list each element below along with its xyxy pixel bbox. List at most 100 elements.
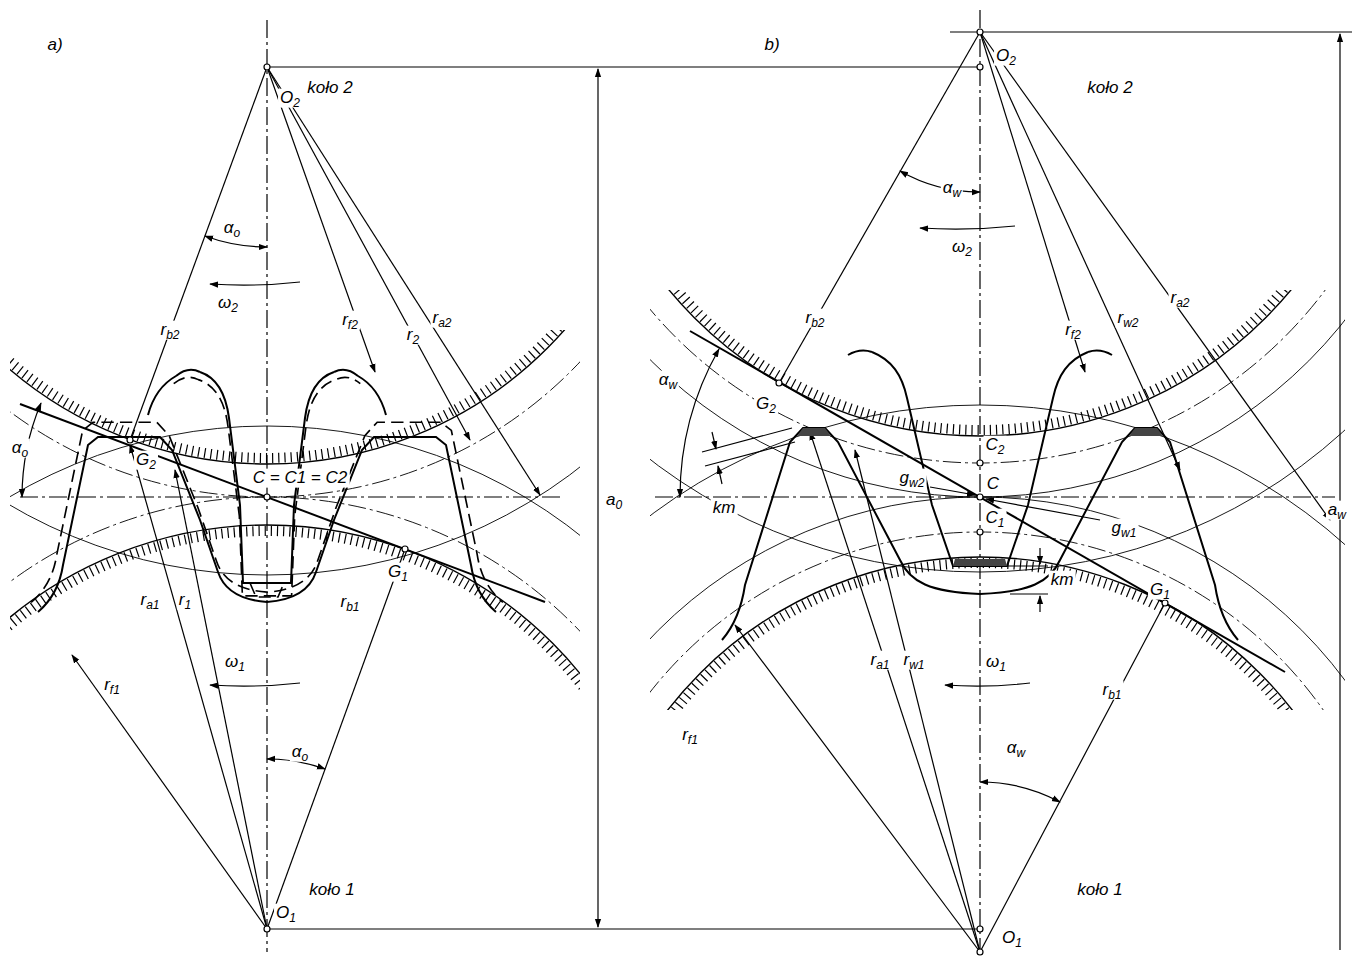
radius-label: rb2 xyxy=(158,321,181,340)
extension-line xyxy=(267,928,610,929)
gear-name: koło 1 xyxy=(307,881,356,900)
angle-label: αo xyxy=(222,219,242,238)
gear-teeth xyxy=(722,428,1238,640)
angle-label: αw xyxy=(1005,739,1027,758)
points xyxy=(977,64,983,70)
radius-label: rw2 xyxy=(1115,309,1140,328)
speed-label: ω2 xyxy=(950,238,974,257)
radius-lines xyxy=(267,549,405,929)
circles xyxy=(650,290,1345,430)
subscript: 1 xyxy=(998,516,1005,530)
radius-lines xyxy=(735,625,980,952)
panel-b xyxy=(433,0,1352,956)
speed-label: ω1 xyxy=(223,653,247,672)
points xyxy=(977,29,983,35)
subscript: w xyxy=(1337,508,1346,522)
point-label: O1 xyxy=(274,904,298,923)
dimension-marks xyxy=(930,487,975,495)
extension-line xyxy=(267,66,610,67)
radius-lines xyxy=(980,603,1165,952)
subscript: w2 xyxy=(1123,316,1138,330)
radius-label: ra2 xyxy=(1168,289,1191,308)
points xyxy=(264,494,270,500)
radius-label: ra2 xyxy=(430,309,453,328)
radius-label: rb1 xyxy=(1100,681,1123,700)
subscript: 1 xyxy=(238,660,245,674)
point-label: O2 xyxy=(994,47,1018,66)
gear-name: koło 2 xyxy=(305,79,354,98)
circles xyxy=(650,563,1345,710)
subscript: w1 xyxy=(909,658,924,672)
point-label: C2 xyxy=(984,436,1007,455)
subscript: f2 xyxy=(1071,328,1081,342)
point-label: C xyxy=(985,475,1001,494)
shaded-tips xyxy=(797,428,831,436)
subscript: b1 xyxy=(1108,688,1121,702)
radius-lines xyxy=(72,67,540,929)
shaded-tips xyxy=(1129,428,1163,436)
circles xyxy=(650,405,1345,710)
points xyxy=(776,29,1168,955)
panel-letter: b) xyxy=(762,36,781,55)
angle-arcs xyxy=(22,236,325,769)
subscript: o xyxy=(234,226,241,240)
circles xyxy=(10,330,580,700)
line-of-action xyxy=(690,331,1285,672)
points xyxy=(264,64,270,70)
radius-lines xyxy=(267,67,470,440)
radius-label: rf1 xyxy=(102,676,122,695)
subscript: 0 xyxy=(615,498,622,512)
dimension-label: km xyxy=(711,499,738,518)
gear-teeth xyxy=(848,351,1112,355)
speed-label: ω2 xyxy=(216,294,240,313)
circles xyxy=(10,330,580,497)
dimension-marks xyxy=(702,428,1100,612)
circles xyxy=(650,290,1345,497)
radius-lines xyxy=(855,450,980,952)
gear-teeth xyxy=(38,370,496,612)
radius-label: rf1 xyxy=(680,726,700,745)
dimension-marks xyxy=(705,442,795,466)
points xyxy=(977,529,983,535)
points xyxy=(776,380,782,386)
gear-teeth xyxy=(38,437,496,612)
extension-line xyxy=(610,66,980,67)
circles xyxy=(650,290,1345,572)
gear-name: koło 2 xyxy=(1085,79,1134,98)
point-label: C = C1 = C2 xyxy=(251,469,350,488)
subscript: 2 xyxy=(412,333,419,347)
radius-lines xyxy=(980,32,1085,372)
segment-label: gw2 xyxy=(898,469,927,488)
gear-teeth xyxy=(148,370,200,415)
angle-arcs xyxy=(920,226,1015,229)
dimension-marks xyxy=(718,466,722,484)
subscript: a2 xyxy=(1176,296,1189,310)
point-label: G2 xyxy=(754,395,778,414)
subscript: 1 xyxy=(1163,588,1170,602)
circles xyxy=(650,497,1345,710)
point-label: O2 xyxy=(278,89,302,108)
angle-arcs xyxy=(210,282,300,285)
shifted-teeth xyxy=(31,422,503,602)
gear-teeth xyxy=(722,351,1238,640)
shifted-teeth xyxy=(31,377,503,602)
gear-teeth xyxy=(872,352,1088,566)
shaded-tips xyxy=(797,428,1163,566)
dimension-marks xyxy=(1039,596,1040,612)
radius-label: rf2 xyxy=(1063,321,1083,340)
subscript: a1 xyxy=(876,658,889,672)
angle-arcs xyxy=(210,683,300,686)
subscript: a2 xyxy=(438,316,451,330)
points xyxy=(127,437,133,443)
subscript: 2 xyxy=(769,402,776,416)
radius-lines xyxy=(980,32,1330,520)
subscript: f1 xyxy=(110,683,120,697)
dimension-marks xyxy=(712,432,716,449)
subscript: f1 xyxy=(688,733,698,747)
subscript: o xyxy=(22,446,29,460)
circles xyxy=(10,330,580,575)
subscript: w xyxy=(953,186,962,200)
radius-label: ra1 xyxy=(138,591,161,610)
extension-line xyxy=(610,928,980,929)
